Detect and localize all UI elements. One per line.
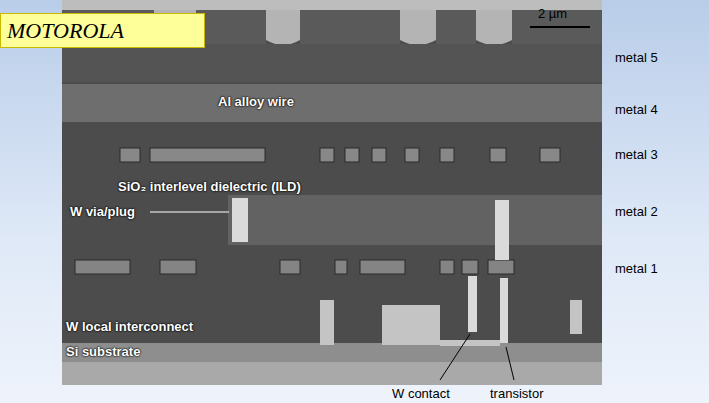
logo-text: MOTOROLA — [1, 18, 132, 44]
logo-box: MOTOROLA — [0, 13, 205, 48]
layer-label: metal 4 — [615, 102, 658, 117]
layer-label: metal 2 — [615, 204, 658, 219]
part-label: transistor — [490, 386, 543, 401]
material-label: Al alloy wire — [218, 94, 294, 109]
scale-label: 2 µm — [538, 6, 567, 21]
layer-label: metal 1 — [615, 261, 658, 276]
material-label: W local interconnect — [66, 319, 193, 334]
part-label: W via/plug — [70, 204, 135, 219]
part-label: W contact — [392, 386, 450, 401]
layer-label: metal 5 — [615, 50, 658, 65]
material-label: SiO₂ interlevel dielectric (ILD) — [118, 179, 301, 194]
material-label: Si substrate — [66, 344, 140, 359]
layer-label: metal 3 — [615, 147, 658, 162]
